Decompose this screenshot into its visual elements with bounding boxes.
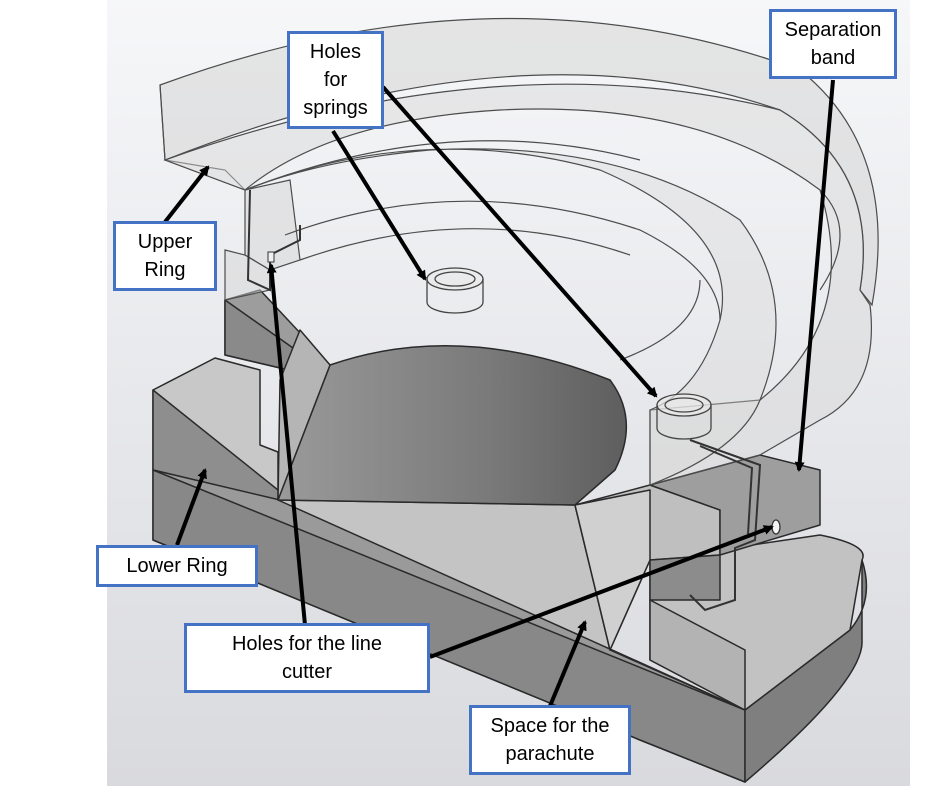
label-holes-for-springs: Holes for springs	[287, 31, 384, 129]
spring-hole-right	[656, 393, 712, 440]
label-holes-for-line-cutter: Holes for the line cutter	[184, 623, 430, 693]
arrow-line-cutter-right	[429, 525, 774, 659]
arrow-springs-right	[381, 85, 658, 398]
label-lower-ring: Lower Ring	[96, 545, 258, 587]
line-cutter-hole	[771, 519, 781, 535]
callout-arrows	[163, 79, 835, 707]
arrow-springs-left	[331, 129, 427, 281]
label-separation-band: Separation band	[769, 9, 897, 79]
arrow-line-cutter-left	[266, 263, 307, 626]
arrow-separation-band	[794, 79, 835, 472]
arrow-parachute	[548, 620, 587, 707]
label-space-for-parachute: Space for the parachute	[469, 705, 631, 775]
label-upper-ring: Upper Ring	[113, 221, 217, 291]
line-cutter-hole-left	[267, 251, 275, 263]
middle-ring-solid	[224, 289, 821, 651]
arrow-upper-ring	[163, 165, 210, 224]
spring-hole-left	[426, 267, 484, 314]
arrow-lower-ring	[175, 468, 207, 546]
